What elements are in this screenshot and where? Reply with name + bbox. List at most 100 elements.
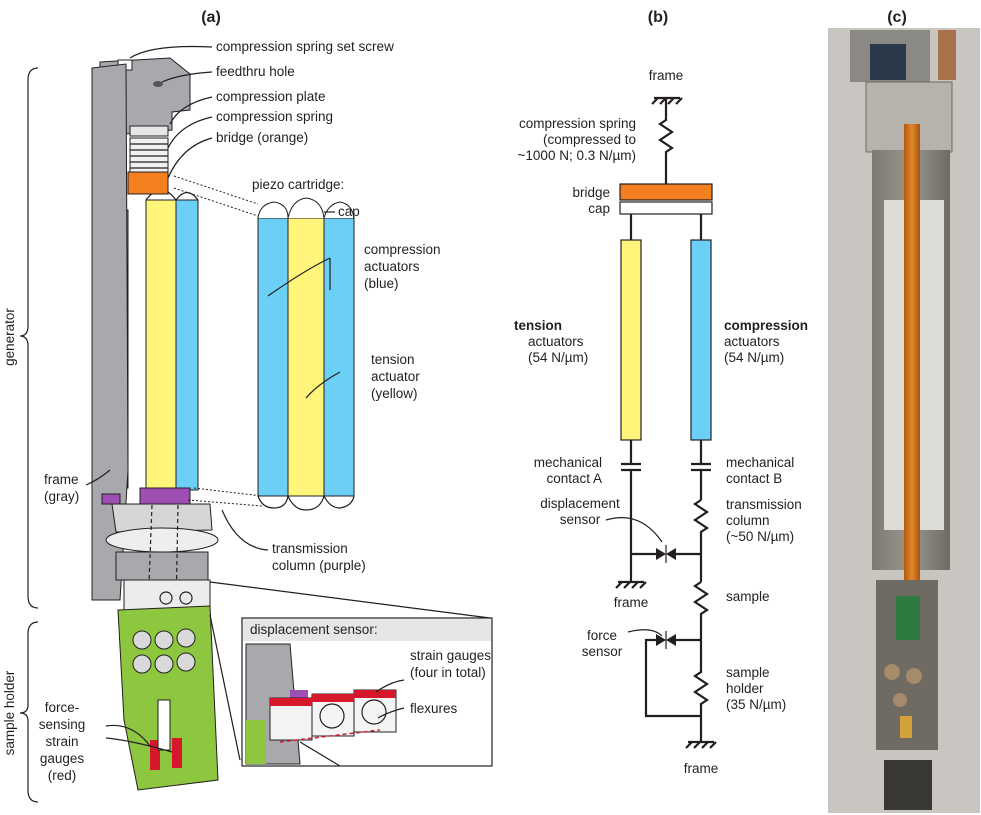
inset-title: displacement sensor: bbox=[250, 622, 378, 637]
transmission-column bbox=[139, 487, 191, 505]
cartridge-tension bbox=[287, 217, 325, 497]
tension-actuator bbox=[145, 199, 177, 491]
b-ground-bottom bbox=[685, 740, 717, 749]
feedthru-hole bbox=[153, 81, 163, 87]
b-sample: sample bbox=[726, 589, 770, 604]
photo-tip bbox=[884, 760, 932, 810]
b-tension-actuator bbox=[620, 239, 642, 441]
b-holder-3: (35 N/µm) bbox=[726, 697, 786, 712]
generator-label: generator bbox=[2, 308, 17, 366]
b-compression-1: actuators bbox=[724, 334, 780, 349]
b-disp-leader bbox=[605, 517, 663, 543]
label-force-gauges-5: (red) bbox=[48, 768, 77, 783]
leader-transmission bbox=[221, 509, 269, 551]
b-force-leader bbox=[627, 629, 663, 637]
label-force-gauges-3: strain bbox=[45, 734, 78, 749]
inset-holder bbox=[246, 720, 266, 764]
photo-wire-1 bbox=[884, 664, 900, 680]
b-frame-top: frame bbox=[649, 68, 684, 83]
b-holder-spring bbox=[693, 656, 709, 742]
photo-set-block bbox=[870, 44, 906, 80]
b-transmission-1: transmission bbox=[726, 497, 802, 512]
panel-label-a: (a) bbox=[201, 9, 221, 26]
b-compression-actuator bbox=[690, 239, 712, 441]
force-gauge-left bbox=[150, 740, 160, 770]
panel-c-photo bbox=[828, 28, 980, 813]
leader-flexures bbox=[377, 707, 405, 719]
b-transmission-2: column bbox=[726, 513, 770, 528]
b-frame-mid: frame bbox=[614, 595, 649, 610]
compression-actuator-right bbox=[175, 199, 199, 491]
photo-wire-2 bbox=[906, 668, 922, 684]
b-contact-b-1: mechanical bbox=[726, 455, 794, 470]
label-frame-2: (gray) bbox=[44, 489, 79, 504]
b-cap-links bbox=[629, 214, 703, 240]
photo-flex-cable bbox=[904, 124, 920, 584]
leader-inset bbox=[209, 581, 491, 761]
b-force-2: sensor bbox=[582, 644, 623, 659]
bridge bbox=[127, 171, 169, 195]
label-strain-2: (four in total) bbox=[410, 665, 486, 680]
b-bridge bbox=[619, 183, 713, 201]
b-contact-a-2: contact A bbox=[546, 471, 602, 486]
compression-plate bbox=[129, 125, 169, 137]
label-ten-act-3: (yellow) bbox=[371, 386, 418, 401]
b-frame-bottom: frame bbox=[684, 761, 719, 776]
label-bridge: bridge (orange) bbox=[216, 130, 308, 145]
inset-hex-bolt bbox=[299, 741, 341, 767]
label-comp-act-1: compression bbox=[364, 242, 441, 257]
b-contact-b bbox=[691, 440, 711, 500]
cartridge-bottom bbox=[257, 495, 355, 511]
b-bridge-label: bridge bbox=[572, 185, 610, 200]
transmission-column-left bbox=[101, 493, 121, 505]
photo-sample bbox=[900, 716, 912, 738]
locking-ring bbox=[105, 527, 219, 553]
displacement-sensor-inset: displacement sensor: strain gauges (four… bbox=[241, 617, 493, 767]
label-feedthru: feedthru hole bbox=[216, 64, 295, 79]
cartridge-caps bbox=[257, 197, 355, 219]
photo-pcb bbox=[896, 596, 920, 640]
leader-frame bbox=[85, 469, 111, 486]
sample-slot bbox=[157, 699, 171, 751]
panel-label-c: (c) bbox=[887, 9, 907, 26]
b-cap bbox=[619, 201, 713, 215]
piezo-cartridge bbox=[257, 197, 355, 511]
label-comp-act-3: (blue) bbox=[364, 276, 399, 291]
frame-neck bbox=[115, 551, 209, 581]
b-tension-bold: tension bbox=[514, 318, 562, 333]
leader-strain bbox=[375, 679, 405, 693]
b-ground-mid bbox=[615, 580, 647, 589]
sensor-screw-1 bbox=[159, 591, 173, 605]
b-disp-1: displacement bbox=[540, 496, 620, 511]
label-transmission-1: transmission bbox=[272, 541, 348, 556]
label-ten-act-2: actuator bbox=[371, 369, 420, 384]
b-holder-1: sample bbox=[726, 665, 770, 680]
leader-set-screw bbox=[129, 45, 213, 59]
b-spring-2: (compressed to bbox=[543, 132, 636, 147]
b-transmission-3: (~50 N/µm) bbox=[726, 529, 794, 544]
leader-tension-act bbox=[305, 371, 341, 399]
b-spring-1: compression spring bbox=[519, 116, 636, 131]
compression-spring bbox=[129, 137, 169, 173]
holder-screws bbox=[132, 628, 196, 674]
cartridge-comp-left bbox=[257, 217, 289, 497]
sample-holder-brace bbox=[19, 621, 39, 803]
b-compression-bold: compression bbox=[724, 318, 808, 333]
panel-label-b: (b) bbox=[648, 9, 668, 26]
b-force-1: force bbox=[587, 628, 617, 643]
label-strain-1: strain gauges bbox=[410, 648, 491, 663]
cartridge-guide-lines bbox=[173, 175, 263, 507]
label-cartridge: piezo cartridge: bbox=[252, 177, 344, 192]
lower-frame bbox=[111, 503, 213, 533]
force-gauge-right bbox=[172, 738, 182, 768]
label-comp-act-2: actuators bbox=[364, 259, 420, 274]
sample-holder-side-label: sample holder bbox=[2, 670, 17, 755]
cartridge-comp-right bbox=[323, 217, 355, 497]
photo-wire-3 bbox=[893, 693, 907, 707]
leader-bridge bbox=[167, 137, 213, 179]
label-force-gauges-4: gauges bbox=[40, 751, 85, 766]
b-disp-2: sensor bbox=[560, 512, 601, 527]
b-tension-2: (54 N/µm) bbox=[528, 350, 588, 365]
leader-comp-act bbox=[267, 257, 331, 297]
